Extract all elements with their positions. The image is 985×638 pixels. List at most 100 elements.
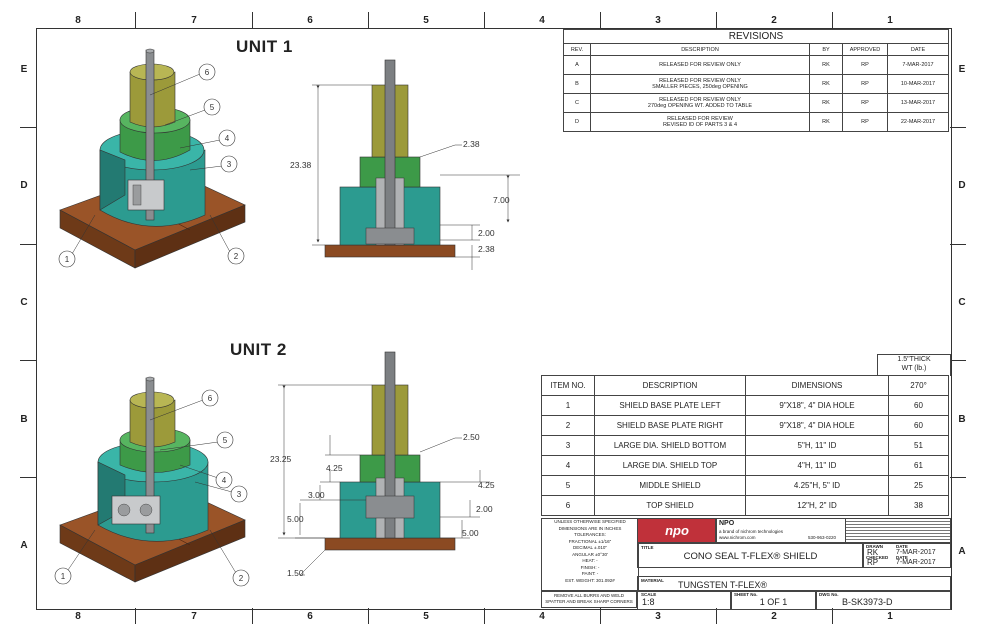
bom-row: 1 SHIELD BASE PLATE LEFT 9"X18", 4" DIA … [541, 395, 949, 416]
unit2-dim-left-mid: 3.00 [308, 490, 325, 500]
zone-col-3: 3 [655, 15, 661, 26]
unit1-dim-overall: 23.38 [290, 160, 312, 170]
bom-dimensions: 9"X18", 4" DIA HOLE [745, 395, 889, 416]
unit2-dim-left-upper: 4.25 [326, 463, 343, 473]
balloon-3-label: 3 [237, 490, 242, 499]
zone-tick [716, 608, 717, 624]
balloon-2-label: 2 [239, 574, 244, 583]
unit1-dimensions [312, 84, 520, 270]
unit2-dimensions [278, 384, 490, 576]
zone-tick [135, 12, 136, 28]
balloon-1-label: 1 [61, 572, 66, 581]
revisions-table: REVISIONS REV. DESCRIPTION BY APPROVED D… [563, 29, 949, 132]
rev-header-description: DESCRIPTION [590, 43, 810, 56]
tolerance-block: UNLESS OTHERWISE SPECIFIED DIMENSIONS AR… [541, 518, 639, 592]
zone-tick [252, 608, 253, 624]
zone-tick [832, 608, 833, 624]
bom-item-no: 5 [541, 475, 595, 496]
revisions-caption: REVISIONS [563, 29, 949, 44]
balloon-2 [227, 247, 245, 265]
balloon-4-label: 4 [222, 476, 227, 485]
unit1-dim-base: 2.38 [478, 244, 495, 254]
rev-header-approved: APPROVED [842, 43, 888, 56]
bom-dimensions: 4.25"H, 5" ID [745, 475, 889, 496]
balloon-1 [54, 567, 72, 585]
bom-weight: 38 [888, 495, 949, 516]
bom-row: 4 LARGE DIA. SHIELD TOP 4"H, 11" ID 61 [541, 455, 949, 476]
zone-row-d: D [20, 180, 28, 191]
zone-row-d-right: D [958, 180, 966, 191]
bom-row: 2 SHIELD BASE PLATE RIGHT 9"X18", 4" DIA… [541, 415, 949, 436]
zone-tick [20, 360, 36, 361]
balloon-5-label: 5 [223, 436, 228, 445]
zone-col-4-bottom: 4 [539, 611, 545, 622]
balloon-6 [201, 389, 219, 407]
zone-row-c-right: C [958, 297, 966, 308]
rev-by: RK [809, 55, 843, 75]
scale-cell: SCALE 1:8 [637, 590, 732, 610]
bom-header-weight: 270° [888, 375, 949, 396]
balloon-2-label: 2 [234, 252, 239, 261]
zone-tick [368, 608, 369, 624]
bom-description: SHIELD BASE PLATE LEFT [594, 395, 746, 416]
zone-col-6-bottom: 6 [307, 611, 313, 622]
zone-tick [716, 12, 717, 28]
rev-letter: A [563, 55, 591, 75]
zone-col-2: 2 [771, 15, 777, 26]
bom-header-description: DESCRIPTION [594, 375, 746, 396]
unit1-title: UNIT 1 [236, 37, 293, 56]
unit1-dim-bottom-step: 2.00 [478, 228, 495, 238]
unit2-title: UNIT 2 [230, 340, 287, 359]
material-cell: MATERIAL TUNGSTEN T-FLEX® [637, 576, 951, 592]
title-cell: TITLE CONO SEAL T-FLEX® SHIELD [637, 542, 864, 568]
balloon-6-label: 6 [208, 394, 213, 403]
balloon-2 [232, 569, 250, 587]
zone-col-2-bottom: 2 [771, 611, 777, 622]
bom-weight: 51 [888, 435, 949, 456]
bom-description: LARGE DIA. SHIELD BOTTOM [594, 435, 746, 456]
zone-tick [20, 477, 36, 478]
rev-approved: RP [842, 74, 888, 94]
unit1-balloons: 6 5 4 3 2 1 [58, 63, 245, 268]
zone-row-a-right: A [958, 546, 966, 557]
bom-weight: 25 [888, 475, 949, 496]
revision-row: A RELEASED FOR REVIEW ONLY RK RP 7-MAR-2… [563, 55, 949, 75]
unit2-isometric-view [59, 376, 246, 583]
bom-description: LARGE DIA. SHIELD TOP [594, 455, 746, 476]
zone-col-8: 8 [75, 15, 81, 26]
bom-weight: 60 [888, 415, 949, 436]
rev-approved: RP [842, 55, 888, 75]
company-logo: npo [637, 518, 717, 544]
balloon-4 [215, 471, 233, 489]
zone-tick [600, 608, 601, 624]
zone-tick [600, 12, 601, 28]
balloon-1 [58, 250, 76, 268]
zone-row-e-right: E [958, 64, 966, 75]
bom-weight: 61 [888, 455, 949, 476]
zone-tick [20, 127, 36, 128]
zone-tick [950, 127, 966, 128]
zone-col-3-bottom: 3 [655, 611, 661, 622]
rev-by: RK [809, 74, 843, 94]
unit2-section-view [324, 351, 456, 551]
bom-row: 6 TOP SHIELD 12"H, 2" ID 38 [541, 495, 949, 516]
zone-col-5: 5 [423, 15, 429, 26]
bom-item-no: 3 [541, 435, 595, 456]
rev-approved: RP [842, 93, 888, 113]
drawn-checked-cell: DRAWN DATE RK 7-MAR-2017 CHECKED DATE RP… [862, 542, 951, 568]
zone-col-4: 4 [539, 15, 545, 26]
balloon-4-label: 4 [225, 134, 230, 143]
zone-col-5-bottom: 5 [423, 611, 429, 622]
zone-tick [20, 244, 36, 245]
unit2-dim-left-lower: 5.00 [287, 514, 304, 524]
bom-description: SHIELD BASE PLATE RIGHT [594, 415, 746, 436]
bom-header-row: ITEM NO. DESCRIPTION DIMENSIONS 270° [541, 375, 949, 396]
bom-dimensions: 9"X18", 4" DIA HOLE [745, 415, 889, 436]
zone-row-a: A [20, 540, 28, 551]
rev-date: 7-MAR-2017 [887, 55, 949, 75]
